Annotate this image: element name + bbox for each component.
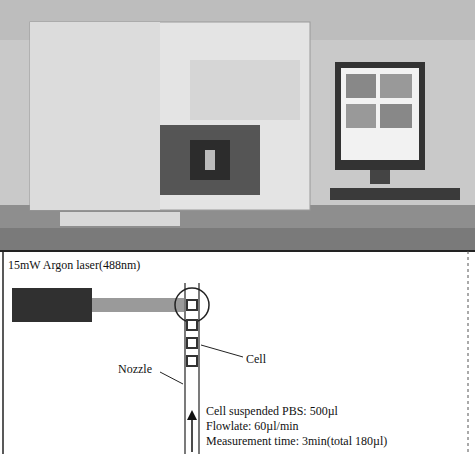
- screen-window: [346, 104, 376, 128]
- laser-body: [12, 288, 92, 322]
- leader-line: [201, 345, 243, 357]
- frame-line: [2, 251, 4, 454]
- screen-window: [346, 74, 376, 98]
- tray: [60, 212, 180, 226]
- sample-port: [160, 125, 260, 195]
- monitor-screen: [341, 68, 419, 160]
- monitor: [335, 62, 425, 170]
- callout-label: Nozzle: [118, 362, 152, 376]
- callout-label: Cell: [246, 352, 266, 366]
- cell-symbol: [187, 356, 197, 366]
- sample-stage: [190, 140, 230, 180]
- condition-note: Measurement time: 3min(total 180µl): [206, 434, 387, 448]
- cytometer-top: [190, 60, 300, 120]
- nozzle-wall: [184, 283, 185, 454]
- leader-line: [160, 372, 183, 384]
- table-edge: [0, 228, 475, 250]
- frame-line: [468, 251, 469, 454]
- frame-line: [0, 250, 475, 252]
- detection-circle: [175, 288, 209, 322]
- cytometer-panel: [30, 22, 160, 210]
- flow-arrow: [191, 418, 193, 452]
- cytometer-body: [30, 22, 310, 210]
- condition-note: Flowlate: 60µl/min: [206, 419, 299, 433]
- cell-symbol: [187, 320, 197, 330]
- laser-label: 15mW Argon laser(488nm): [8, 258, 140, 272]
- screen-window: [380, 104, 412, 128]
- laser-beam: [92, 298, 184, 312]
- screen-window: [380, 74, 412, 98]
- keyboard: [330, 188, 460, 200]
- flow-arrowhead: [187, 410, 197, 420]
- condition-note: Cell suspended PBS: 500µl: [206, 404, 338, 418]
- cell-symbol: [187, 338, 197, 348]
- sample-tube: [205, 150, 215, 170]
- cell-symbol: [187, 300, 197, 310]
- nozzle-wall: [198, 283, 199, 454]
- monitor-stand: [370, 170, 390, 184]
- photo-background: [0, 0, 475, 250]
- table: [0, 205, 475, 250]
